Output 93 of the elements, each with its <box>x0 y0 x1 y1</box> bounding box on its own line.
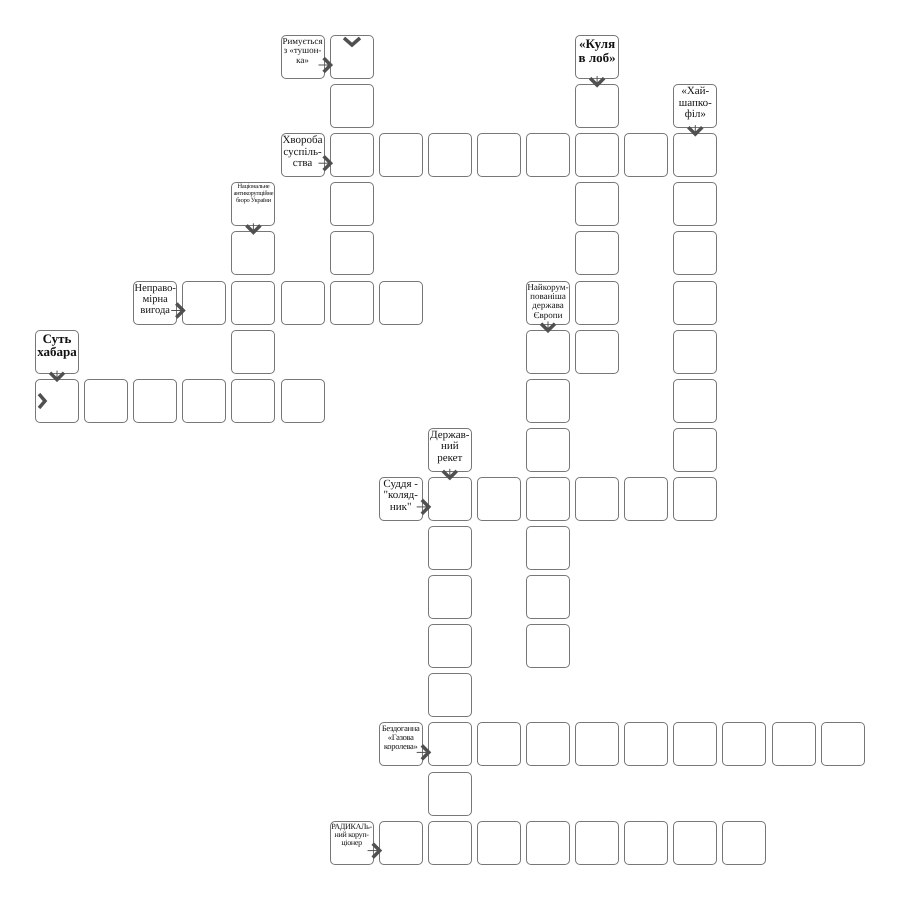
answer-box <box>182 280 226 324</box>
arrow <box>244 222 262 234</box>
crossword-clue: Суть хабара <box>35 330 79 374</box>
answer-box <box>428 476 472 521</box>
arrow <box>588 76 606 87</box>
answer-box <box>624 722 668 766</box>
answer-box <box>673 820 718 865</box>
answer-box <box>575 722 620 766</box>
answer-box <box>476 476 521 521</box>
answer-box <box>428 772 472 816</box>
crossword-clue: Бездоганна «Газова королева» <box>378 722 423 766</box>
arrow <box>367 842 382 860</box>
answer-box <box>280 378 324 423</box>
answer-box <box>476 820 521 865</box>
answer-box <box>330 231 374 276</box>
answer-box <box>330 35 374 79</box>
answer-box <box>84 378 128 423</box>
crossword-clue: Держав-ний рекет <box>428 428 472 472</box>
answer-box <box>35 378 79 423</box>
answer-box <box>526 428 570 472</box>
answer-box <box>526 526 570 570</box>
answer-box <box>526 722 570 766</box>
answer-box <box>772 722 816 766</box>
answer-box <box>428 722 472 766</box>
crossword-clue: «Куля в лоб» <box>575 35 620 79</box>
answer-box <box>428 133 472 178</box>
answer-box <box>673 428 718 472</box>
answer-box <box>428 673 472 718</box>
answer-box <box>231 330 276 374</box>
answer-box <box>428 820 472 865</box>
arrow <box>170 302 186 320</box>
answer-box <box>820 722 865 766</box>
answer-box <box>330 280 374 324</box>
arrow <box>539 321 557 332</box>
answer-box <box>476 133 521 178</box>
answer-box <box>575 231 620 276</box>
crossword-clue: Найкорум-пованіша держава Європи <box>526 280 570 324</box>
answer-box <box>526 330 570 374</box>
arrow <box>318 154 332 172</box>
arrow <box>416 498 431 516</box>
crossword-clue: Римується з «тушон-ка» <box>280 35 324 79</box>
answer-box <box>330 133 374 178</box>
answer-box <box>526 820 570 865</box>
answer-box <box>673 378 718 423</box>
answer-box <box>526 624 570 668</box>
answer-box <box>673 476 718 521</box>
answer-box <box>476 722 521 766</box>
answer-box <box>428 575 472 620</box>
arrow <box>416 744 431 762</box>
answer-box <box>624 820 668 865</box>
answer-box <box>673 280 718 324</box>
answer-box <box>526 575 570 620</box>
arrow <box>686 124 704 136</box>
answer-box <box>624 476 668 521</box>
answer-box <box>575 280 620 324</box>
answer-box <box>673 182 718 226</box>
answer-box <box>231 231 276 276</box>
answer-box <box>231 378 276 423</box>
answer-box <box>133 378 178 423</box>
arrow <box>318 56 332 74</box>
crossword-clue: Неправо-мірна вигода <box>133 280 178 324</box>
answer-box <box>575 182 620 226</box>
answer-box <box>624 133 668 178</box>
answer-box <box>575 820 620 865</box>
answer-box <box>378 280 423 324</box>
answer-box <box>428 624 472 668</box>
answer-box <box>673 330 718 374</box>
answer-box <box>330 182 374 226</box>
answer-box <box>280 280 324 324</box>
answer-box <box>575 330 620 374</box>
answer-box <box>575 84 620 128</box>
answer-box <box>673 133 718 178</box>
answer-box <box>673 231 718 276</box>
answer-box <box>526 476 570 521</box>
answer-box <box>428 526 472 570</box>
answer-box <box>575 133 620 178</box>
answer-box <box>526 133 570 178</box>
answer-box <box>378 820 423 865</box>
answer-box <box>378 133 423 178</box>
crossword-clue: РАДИКАЛь-ний коруп-ціонер <box>330 820 374 865</box>
crossword-clue: «Хай-шапко-філ» <box>673 84 718 128</box>
answer-box <box>722 820 766 865</box>
answer-box <box>231 280 276 324</box>
answer-box <box>673 722 718 766</box>
answer-box <box>575 476 620 521</box>
arrow <box>48 370 66 382</box>
answer-box <box>526 378 570 423</box>
arrow <box>441 468 459 480</box>
crossword-clue: Суддя - "коляд-ник" <box>378 476 423 521</box>
crossword-clue: Хвороба суспіль-ства <box>280 133 324 178</box>
answer-box <box>182 378 226 423</box>
answer-box <box>330 84 374 128</box>
answer-box <box>722 722 766 766</box>
